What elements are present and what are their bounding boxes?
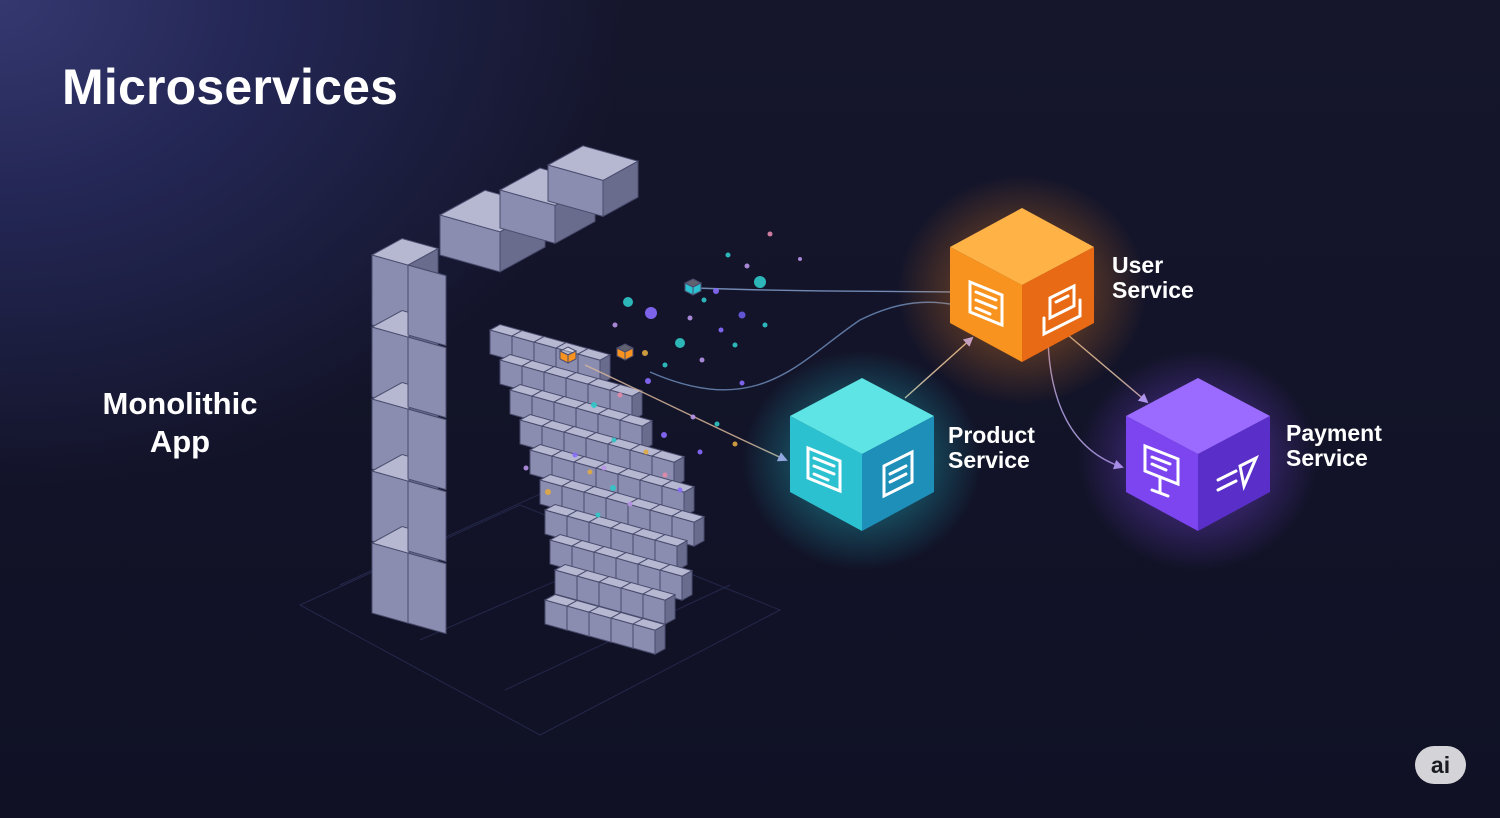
monolith-block <box>370 145 706 656</box>
monolith-brick <box>407 480 447 563</box>
monolith-brick <box>631 617 667 631</box>
product-service-cube[interactable] <box>790 378 934 531</box>
particle-cube <box>624 347 634 361</box>
particle-cube <box>567 350 577 364</box>
document-list-icon <box>806 445 842 494</box>
particle-dot <box>732 342 738 348</box>
monolith-brick <box>407 336 447 349</box>
particle-dot <box>767 231 773 237</box>
monolith-brick <box>658 563 694 577</box>
user-service-cube[interactable] <box>950 208 1094 362</box>
monolith-brick <box>370 237 440 266</box>
page-title: Microservices <box>62 59 399 115</box>
particle-dot <box>744 263 750 269</box>
ai-badge: ai <box>1415 746 1466 784</box>
particle-dot <box>612 322 618 328</box>
monolith-brick <box>407 336 447 419</box>
monolith-brick <box>371 542 409 624</box>
monolith-brick <box>407 408 447 421</box>
monolith-brick <box>407 480 447 493</box>
particle-cube <box>692 282 702 296</box>
particle-dot <box>687 315 693 321</box>
particle-dot <box>701 297 707 303</box>
particle-dot <box>738 311 746 319</box>
particle-dot <box>713 288 719 294</box>
particle-dot <box>690 414 696 420</box>
particle-dot <box>642 350 648 356</box>
payment-service-cube[interactable] <box>1126 378 1270 531</box>
document-list-icon <box>968 279 1004 328</box>
particle-dot <box>611 437 617 443</box>
monolith-brick <box>618 413 654 427</box>
particle-dot <box>725 252 731 258</box>
particle-dot <box>595 512 601 518</box>
particle-dot <box>645 307 657 319</box>
particle-dot <box>591 402 597 408</box>
particle-dot <box>587 469 593 475</box>
clipboard-icon <box>882 449 914 499</box>
particle-dot <box>675 338 685 348</box>
monolith-brick <box>407 264 447 347</box>
particle-dot <box>661 432 667 438</box>
payment-service-label-line1: Payment <box>1286 420 1382 446</box>
user-service-label-line2: Service <box>1112 277 1194 303</box>
particle-dot <box>677 487 683 493</box>
monolith-label-line1: Monolithic <box>102 386 258 421</box>
particle-dot <box>714 421 720 427</box>
particle-dot <box>623 297 633 307</box>
user-service-label: User Service <box>1112 253 1194 303</box>
payment-service-label-line2: Service <box>1286 445 1368 471</box>
particle-dot <box>643 449 649 455</box>
particle-dot <box>739 380 745 386</box>
particle-dot <box>762 322 768 328</box>
monitor-icon <box>1143 443 1180 498</box>
particle-dot <box>697 449 703 455</box>
monolith-brick <box>670 509 706 523</box>
monolith-brick <box>641 587 677 601</box>
monolith-label: Monolithic App <box>60 385 300 461</box>
particle-dot <box>610 485 616 491</box>
user-service-label-line1: User <box>1112 252 1164 278</box>
particle-dot <box>754 276 766 288</box>
particle-dot <box>732 441 738 447</box>
monolith-brick <box>546 145 640 181</box>
product-service-label-line2: Service <box>948 447 1030 473</box>
inbox-tray-icon <box>1042 283 1082 337</box>
particle-dot <box>523 465 529 471</box>
payment-service-label: Payment Service <box>1286 421 1382 471</box>
particle-dot <box>645 378 651 384</box>
monolith-brick <box>608 383 644 397</box>
particle-dot <box>601 465 607 471</box>
monolith-brick <box>407 552 447 635</box>
particle-dot <box>617 392 623 398</box>
monolith-brick <box>650 449 686 463</box>
send-icon <box>1216 454 1259 492</box>
monolith-brick <box>407 552 447 565</box>
particle-dot <box>545 489 551 495</box>
monolith-brick <box>576 347 612 361</box>
monolith-label-line2: App <box>149 424 211 459</box>
product-service-label: Product Service <box>948 423 1035 473</box>
particle-dot <box>699 357 705 363</box>
particle-dot <box>572 452 578 458</box>
monolith-brick <box>407 264 447 277</box>
particle-dot <box>798 257 802 261</box>
product-service-label-line1: Product <box>948 422 1035 448</box>
monolith-brick <box>660 479 696 493</box>
monolith-brick <box>653 533 689 547</box>
particle-dot <box>627 501 633 507</box>
particle-dot <box>718 327 724 333</box>
data-particles <box>523 231 802 518</box>
monolith-brick <box>407 408 447 491</box>
particle-dot <box>662 362 668 368</box>
particle-dot <box>662 472 668 478</box>
